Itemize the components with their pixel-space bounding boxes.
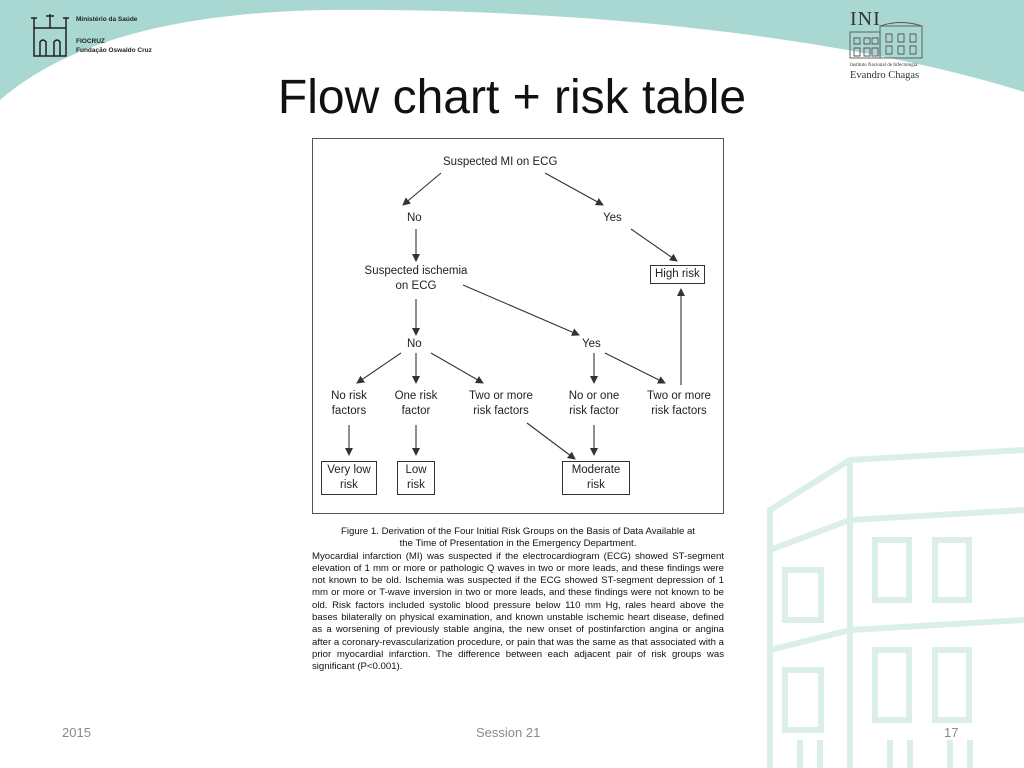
caption-body: Myocardial infarction (MI) was suspected… xyxy=(312,550,724,673)
node-yes-1: Yes xyxy=(603,212,622,224)
node-very-low-risk: Very low risk xyxy=(321,461,377,495)
two-more-a-line1: Two or more xyxy=(469,390,533,402)
background-building-watermark xyxy=(767,447,1024,768)
ini-logo: INI Instituto Nacional de Infectologia E… xyxy=(846,8,930,82)
footer-session: Session 21 xyxy=(476,725,541,740)
ini-building-icon xyxy=(849,22,923,59)
two-more-b-line2: risk factors xyxy=(651,405,707,417)
node-suspected-ischemia: Suspected ischemia on ECG xyxy=(355,264,477,294)
caption-heading-line1: Figure 1. Derivation of the Four Initial… xyxy=(341,526,695,537)
node-moderate-risk: Moderate risk xyxy=(562,461,630,495)
node-no-or-one: No or one risk factor xyxy=(561,389,627,419)
very-low-line1: Very low xyxy=(327,464,371,476)
node-no-risk-factors: No risk factors xyxy=(321,389,377,419)
one-risk-line1: One risk xyxy=(394,390,438,402)
logo-fundacao-text: Fundação Oswaldo Cruz xyxy=(76,47,152,54)
logo-ministry-text: Ministério da Saúde xyxy=(76,16,138,23)
node-one-risk-factor: One risk factor xyxy=(387,389,445,419)
arrow-yes-to-highrisk xyxy=(630,228,678,262)
ischemia-line1: Suspected ischemia xyxy=(364,265,468,277)
logo-ini-acronym: INI xyxy=(850,8,881,30)
figure-caption: Figure 1. Derivation of the Four Initial… xyxy=(312,526,724,674)
flowchart-figure: Suspected MI on ECG No Yes High risk Sus… xyxy=(312,138,724,514)
arrow-no-to-norisk xyxy=(356,352,402,384)
node-suspected-mi: Suspected MI on ECG xyxy=(443,156,558,168)
logo-fiocruz-text: FIOCRUZ xyxy=(76,38,105,45)
arrow-yes-to-twomore-b xyxy=(604,352,666,384)
arrow-twomore-a-to-moderate xyxy=(526,422,576,460)
footer-page-number: 17 xyxy=(944,725,959,740)
moderate-line1: Moderate xyxy=(571,464,621,476)
low-line1: Low xyxy=(405,464,427,476)
arrow-no-to-twomore-a xyxy=(430,352,484,384)
caption-heading-line2: the Time of Presentation in the Emergenc… xyxy=(399,538,637,550)
very-low-line2: risk xyxy=(340,479,358,491)
node-low-risk: Low risk xyxy=(397,461,435,495)
no-or-one-line1: No or one xyxy=(568,390,620,402)
flowchart-arrows xyxy=(345,172,685,460)
moderate-line2: risk xyxy=(587,479,605,491)
slide-title: Flow chart + risk table xyxy=(277,71,747,124)
no-risk-line1: No risk xyxy=(331,390,367,402)
logo-ini-name: Evandro Chagas xyxy=(850,70,920,81)
node-two-or-more-b: Two or more risk factors xyxy=(639,389,719,419)
arrow-mi-to-no xyxy=(402,172,442,206)
two-more-b-line1: Two or more xyxy=(647,390,711,402)
no-risk-line2: factors xyxy=(331,405,367,417)
no-or-one-line2: risk factor xyxy=(569,405,619,417)
arrow-ischemia-to-yes xyxy=(462,284,580,336)
node-high-risk: High risk xyxy=(650,265,705,284)
two-more-a-line2: risk factors xyxy=(473,405,529,417)
arrow-mi-to-yes xyxy=(544,172,604,206)
node-no-2: No xyxy=(407,338,422,350)
node-two-or-more-a: Two or more risk factors xyxy=(461,389,541,419)
footer-year: 2015 xyxy=(62,725,91,740)
node-no-1: No xyxy=(407,212,422,224)
one-risk-line2: factor xyxy=(401,405,431,417)
fiocruz-logo: Ministério da Saúde FIOCRUZ Fundação Osw… xyxy=(28,10,178,60)
node-yes-2: Yes xyxy=(582,338,601,350)
logo-ini-institute: Instituto Nacional de Infectologia xyxy=(850,63,918,68)
ischemia-line2: on ECG xyxy=(395,280,437,292)
header-band xyxy=(0,0,1024,100)
low-line2: risk xyxy=(407,479,425,491)
fiocruz-building-icon xyxy=(31,14,69,57)
